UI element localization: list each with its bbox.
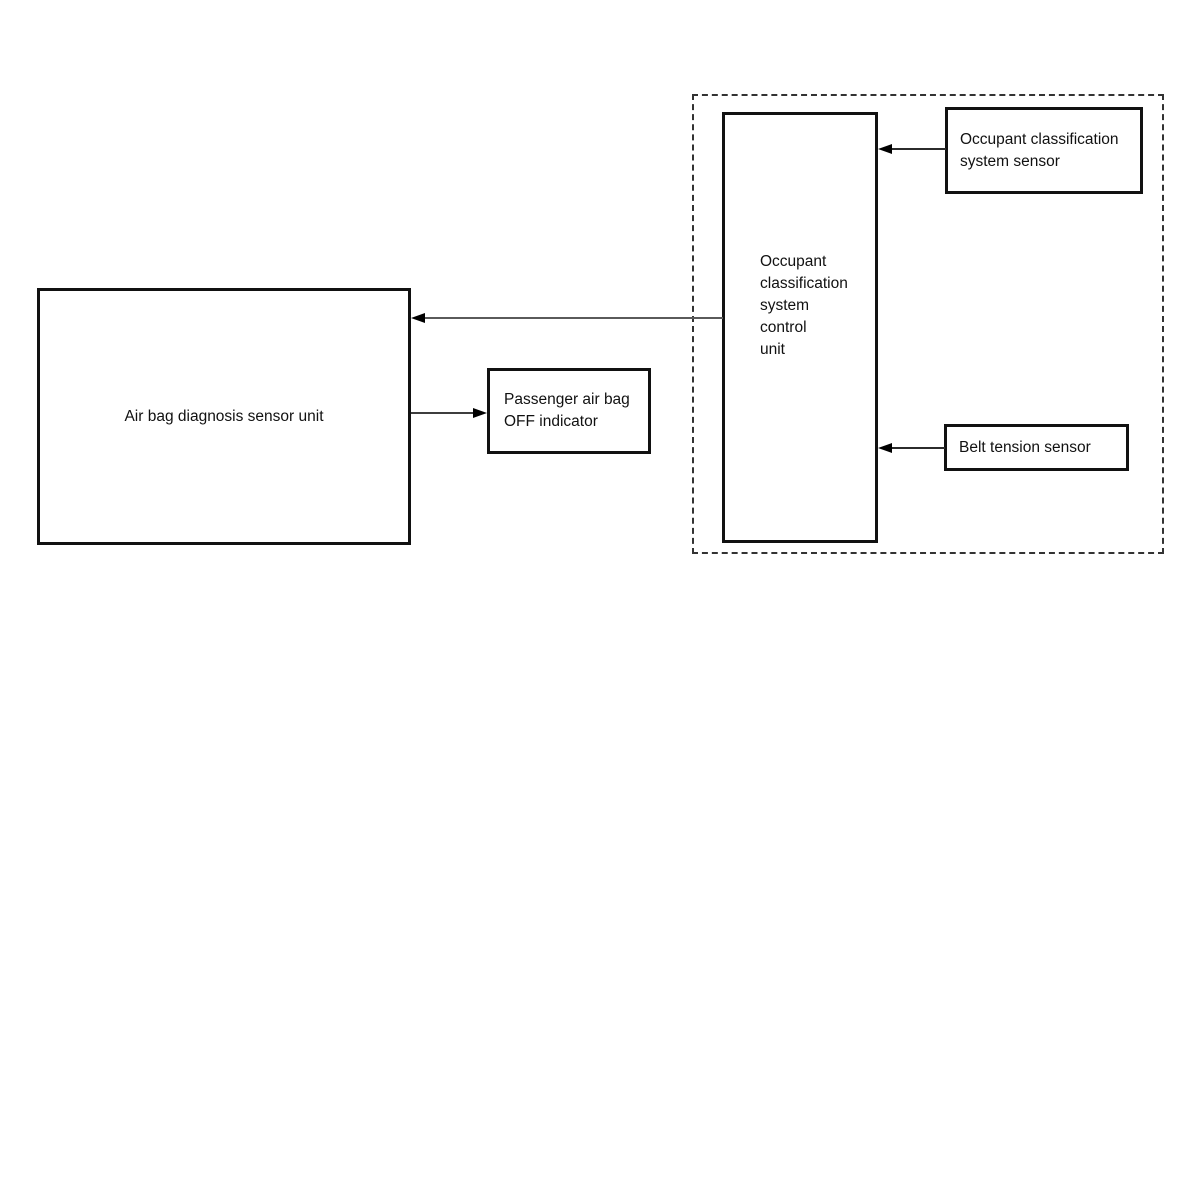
edge-control-unit-to-airbag-line xyxy=(423,317,723,319)
node-passenger-airbag-off-indicator-label: Passenger air bag OFF indicator xyxy=(504,391,630,430)
node-airbag-diagnosis-sensor-unit-label: Air bag diagnosis sensor unit xyxy=(124,407,324,425)
node-occupant-classification-system-control-unit-label: Occupant classification system control u… xyxy=(760,253,848,358)
node-passenger-airbag-off-indicator: Passenger air bag OFF indicator xyxy=(487,368,651,454)
edge-belt-sensor-to-control-unit-line xyxy=(890,447,945,449)
node-belt-tension-sensor-label: Belt tension sensor xyxy=(959,438,1091,456)
edge-ocs-sensor-to-control-unit-line xyxy=(890,148,946,150)
edge-belt-sensor-to-control-unit-arrowhead-icon xyxy=(878,443,892,453)
occupant-classification-system-group-outline xyxy=(692,94,1164,554)
edge-airbag-to-passenger-indicator-arrowhead-icon xyxy=(473,408,487,418)
node-belt-tension-sensor: Belt tension sensor xyxy=(944,424,1129,471)
edge-ocs-sensor-to-control-unit-arrowhead-icon xyxy=(878,144,892,154)
node-occupant-classification-system-sensor-label: Occupant classification system sensor xyxy=(960,130,1119,170)
node-airbag-diagnosis-sensor-unit: Air bag diagnosis sensor unit xyxy=(37,288,411,545)
node-occupant-classification-system-control-unit: Occupant classification system control u… xyxy=(722,112,878,543)
edge-control-unit-to-airbag-arrowhead-icon xyxy=(411,313,425,323)
node-occupant-classification-system-sensor: Occupant classification system sensor xyxy=(945,107,1143,194)
edge-airbag-to-passenger-indicator-line xyxy=(411,412,477,414)
